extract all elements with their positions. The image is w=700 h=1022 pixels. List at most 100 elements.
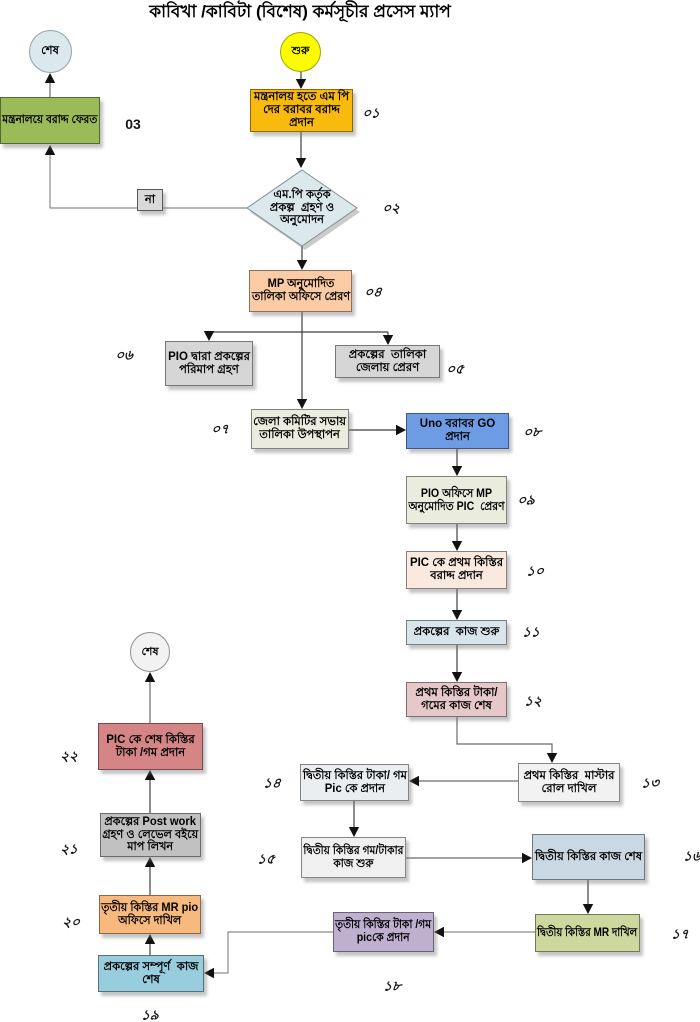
arrowhead-07-to-08 [396, 424, 406, 436]
arrowhead-11-to-12 [451, 672, 463, 682]
step-number-n02: ০২ [381, 200, 401, 216]
arrowhead-17-to-18 [434, 926, 444, 938]
step-number-n12: ১২ [523, 693, 543, 709]
arrowhead-08-to-09 [451, 466, 463, 476]
node-n08: Uno বরাবর GO প্রদান [406, 413, 509, 449]
connector-12-to-13 [456, 717, 553, 762]
node-n21-label: প্রকল্পের Post work গ্রহণ ও লেভেল বইয়ে … [102, 815, 199, 854]
step-number-n16: ১৬ [682, 848, 700, 864]
step-number-n07: ০৭ [210, 421, 230, 437]
step-number-n08: ০৮ [522, 424, 542, 440]
node-end-bottom: শেষ [130, 632, 170, 672]
node-no-tag-label: না [144, 193, 156, 206]
step-number-n10: ১০ [525, 563, 545, 579]
step-number-n15: ১৫ [256, 851, 276, 867]
node-n16-label: দ্বিতীয় কিস্তির কাজ শেষ [534, 850, 643, 863]
node-start-label: শুরু [291, 45, 310, 58]
node-end-top: শেষ [28, 29, 72, 73]
node-n09-label: PIO অফিসে MP অনুমোদিত PIC প্রেরণ [408, 485, 505, 513]
arrowhead-20-to-21 [144, 857, 156, 867]
arrowhead-04-to-07 [296, 399, 308, 409]
node-n07-label: জেলা কমিটির সভায় তালিকা উপস্থাপন [253, 416, 347, 441]
connector-02-no-to-03 [49, 146, 247, 209]
node-n11-label: প্রকল্পের কাজ শুরু [413, 626, 500, 639]
arrowhead-04-to-06 [203, 331, 215, 341]
arrowhead-16-to-17 [582, 904, 594, 914]
step-number-n14: ১৪ [262, 775, 282, 791]
arrowhead-02-to-04 [296, 260, 308, 270]
arrowhead-03-to-end-top [44, 73, 56, 83]
node-n15: দ্বিতীয় কিস্তির গম/টাকার কাজ শুরু [301, 837, 406, 878]
node-n13-label: প্রথম কিস্তির মাস্টার রোল দাখিল [523, 769, 615, 795]
node-n01-label: মন্ত্রনালয় হতে এম পি দের বরাবর বরাদ্দ প… [253, 91, 350, 129]
node-n05: প্রকল্পের তালিকা জেলায় প্রেরণ [335, 345, 440, 378]
arrowhead-21-to-22 [144, 770, 156, 780]
step-number-n22: ২২ [59, 748, 79, 764]
arrowhead-13-to-14 [409, 775, 419, 787]
page-title: কাবিখা /কাবিটা (বিশেষ) কর্মসূচীর প্রসেস … [149, 2, 451, 21]
arrowhead-01-to-02 [295, 158, 307, 168]
step-number-n01: ০১ [361, 105, 381, 121]
node-n17-label: দ্বিতীয় কিস্তির MR দাখিল [537, 926, 638, 939]
arrowhead-15-to-16 [522, 852, 532, 864]
node-n02: এম.পি কর্তৃক প্রকল্প গ্রহণ ও অনুমোদন [247, 170, 357, 246]
node-n10: PIC কে প্রথম কিস্তির বরাদ্দ প্রদান [406, 551, 507, 589]
node-n22-label: PIC কে শেষ কিস্তির টাকা /গম প্রদান [106, 733, 195, 759]
node-n08-label: Uno বরাবর GO প্রদান [419, 418, 496, 443]
node-no-tag: না [137, 189, 163, 211]
node-n01: মন্ত্রনালয় হতে এম পি দের বরাবর বরাদ্দ প… [250, 89, 353, 132]
node-n15-label: দ্বিতীয় কিস্তির গম/টাকার কাজ শুরু [303, 844, 404, 870]
arrowhead-10-to-11 [451, 610, 463, 620]
node-n14: দ্বিতীয় কিস্তির টাকা/ গম Pic কে প্রদান [300, 764, 409, 801]
arrowhead-18-to-19 [204, 967, 214, 979]
node-n18: তৃতীয় কিস্তির টাকা /গম picকে প্রদান [333, 912, 434, 952]
arrowhead-09-to-10 [451, 541, 463, 551]
node-n21: প্রকল্পের Post work গ্রহণ ও লেভেল বইয়ে … [100, 813, 201, 857]
node-n03: মন্ত্রনালয়ে বরাদ্দ ফেরত [0, 97, 100, 144]
node-n18-label: তৃতীয় কিস্তির টাকা /গম picকে প্রদান [335, 919, 432, 944]
arrowhead-02-no-to-03 [44, 145, 56, 155]
node-n14-label: দ্বিতীয় কিস্তির টাকা/ গম Pic কে প্রদান [302, 769, 407, 795]
node-end-bottom-label: শেষ [141, 645, 159, 658]
decision-n02-shape [246, 169, 358, 247]
node-n07: জেলা কমিটির সভায় তালিকা উপস্থাপন [251, 409, 349, 449]
node-end-top-label: শেষ [41, 44, 59, 57]
node-n19-label: প্রকল্পের সম্পূর্ণ কাজ শেষ [103, 960, 199, 986]
arrowhead-14-to-15 [348, 827, 360, 837]
node-n22: PIC কে শেষ কিস্তির টাকা /গম প্রদান [98, 723, 203, 770]
node-n19: প্রকল্পের সম্পূর্ণ কাজ শেষ [98, 955, 204, 992]
arrowhead-19-to-20 [144, 934, 156, 944]
step-number-n09: ০৯ [516, 492, 536, 508]
node-n02-label: এম.পি কর্তৃক প্রকল্প গ্রহণ ও অনুমোদন [269, 188, 335, 227]
arrowhead-04-to-05 [382, 335, 394, 345]
step-number-n18: ১৮ [382, 978, 402, 994]
node-n06: PIO দ্বারা প্রকল্পের পরিমাপ গ্রহণ [165, 341, 253, 386]
step-number-n21: ২১ [59, 841, 79, 857]
node-n10-label: PIC কে প্রথম কিস্তির বরাদ্দ প্রদান [409, 557, 504, 582]
step-number-n04: ০৪ [363, 284, 383, 300]
step-number-n05: ০৫ [445, 361, 465, 377]
step-number-n13: ১৩ [640, 775, 660, 791]
step-number-n19: ১৯ [140, 1007, 160, 1022]
node-n16: দ্বিতীয় কিস্তির কাজ শেষ [532, 834, 645, 880]
connector-18-to-19 [205, 931, 333, 974]
node-n03-label: মন্ত্রনালয়ে বরাদ্দ ফেরত [2, 114, 98, 127]
node-n11: প্রকল্পের কাজ শুরু [406, 620, 507, 645]
step-number-n06: ০৬ [114, 347, 134, 363]
step-number-n20: ২০ [61, 914, 81, 930]
step-number-n17: ১৭ [670, 926, 690, 942]
node-n12: প্রথম কিস্তির টাকা/ গমের কাজ শেষ [406, 682, 507, 717]
node-n04-label: MP অনুমোদিত তালিকা অফিসে প্রেরণ [251, 278, 350, 303]
arrowhead-22-to-end-bottom [144, 672, 156, 682]
node-start: শুরু [280, 31, 321, 72]
node-n06-label: PIO দ্বারা প্রকল্পের পরিমাপ গ্রহণ [168, 350, 250, 376]
node-n09: PIO অফিসে MP অনুমোদিত PIC প্রেরণ [406, 476, 507, 524]
node-n17: দ্বিতীয় কিস্তির MR দাখিল [535, 914, 640, 952]
node-n05-label: প্রকল্পের তালিকা জেলায় প্রেরণ [348, 348, 427, 374]
arrowhead-12-to-13 [546, 753, 558, 763]
node-n04: MP অনুমোদিত তালিকা অফিসে প্রেরণ [249, 270, 352, 312]
node-n12-label: প্রথম কিস্তির টাকা/ গমের কাজ শেষ [415, 686, 498, 712]
node-n13: প্রথম কিস্তির মাস্টার রোল দাখিল [518, 763, 620, 802]
